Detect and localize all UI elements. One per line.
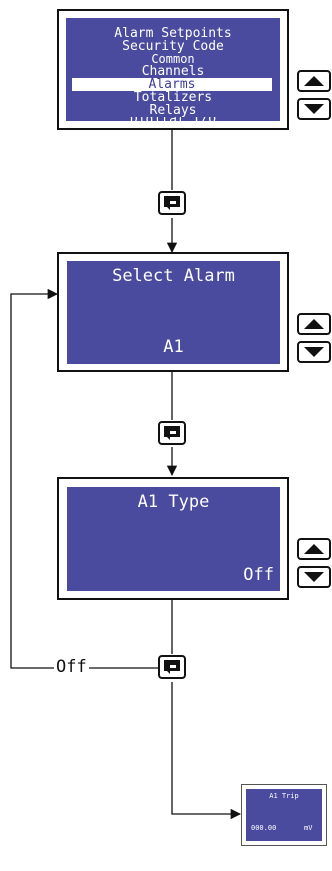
trip-title: A1 Trip [269,792,299,800]
menu-lcd: Alarm Setpoints Security Code Common Cha… [66,18,280,123]
menu-item-totalizers[interactable]: Totalizers [133,90,213,105]
trip-lcd: A1 Trip 000.00 mV [246,789,322,841]
enter-icon [164,426,180,440]
enter-button[interactable] [158,655,186,679]
down-arrow-icon [304,104,324,114]
enter-icon [164,196,180,210]
up-arrow-icon [304,544,324,554]
enter-button[interactable] [158,421,186,445]
alarm-type-lcd: A1 Type Off [67,487,280,591]
menu-item-relays[interactable]: Relays [149,103,197,118]
down-button[interactable] [297,98,331,120]
down-button[interactable] [297,566,331,588]
up-button[interactable] [297,313,331,335]
alarm-type-screen: A1 Type Off [57,477,289,600]
select-alarm-value: A1 [163,337,184,357]
off-loop-label: Off [54,657,89,677]
menu-item-security-code[interactable]: Security Code [122,39,224,54]
menu-item-digital-io-label: Digital I/O [66,117,280,123]
up-button[interactable] [297,70,331,92]
up-button[interactable] [297,538,331,560]
menu-item-digital-io[interactable]: Digital I/O [66,117,280,123]
up-arrow-icon [304,76,324,86]
enter-icon [164,660,180,674]
up-arrow-icon [304,319,324,329]
down-button[interactable] [297,341,331,363]
enter-button[interactable] [158,191,186,215]
down-arrow-icon [304,347,324,357]
select-alarm-screen: Select Alarm A1 [57,252,289,372]
menu-item-alarm-setpoints[interactable]: Alarm Setpoints [114,26,232,41]
connector-arrow [171,682,242,820]
select-alarm-title: Select Alarm [112,266,235,286]
menu-item-channels[interactable]: Channels [141,64,205,79]
down-arrow-icon [304,572,324,582]
trip-unit: mV [304,824,313,832]
alarm-type-value: Off [243,565,274,585]
menu-item-common[interactable]: Common [151,52,195,66]
trip-screen: A1 Trip 000.00 mV [241,784,327,846]
menu-item-alarms[interactable]: Alarms [72,78,272,91]
select-alarm-lcd: Select Alarm A1 [67,261,280,364]
menu-screen: Alarm Setpoints Security Code Common Cha… [57,9,289,130]
trip-value: 000.00 [251,824,277,832]
alarm-type-title: A1 Type [137,492,210,512]
